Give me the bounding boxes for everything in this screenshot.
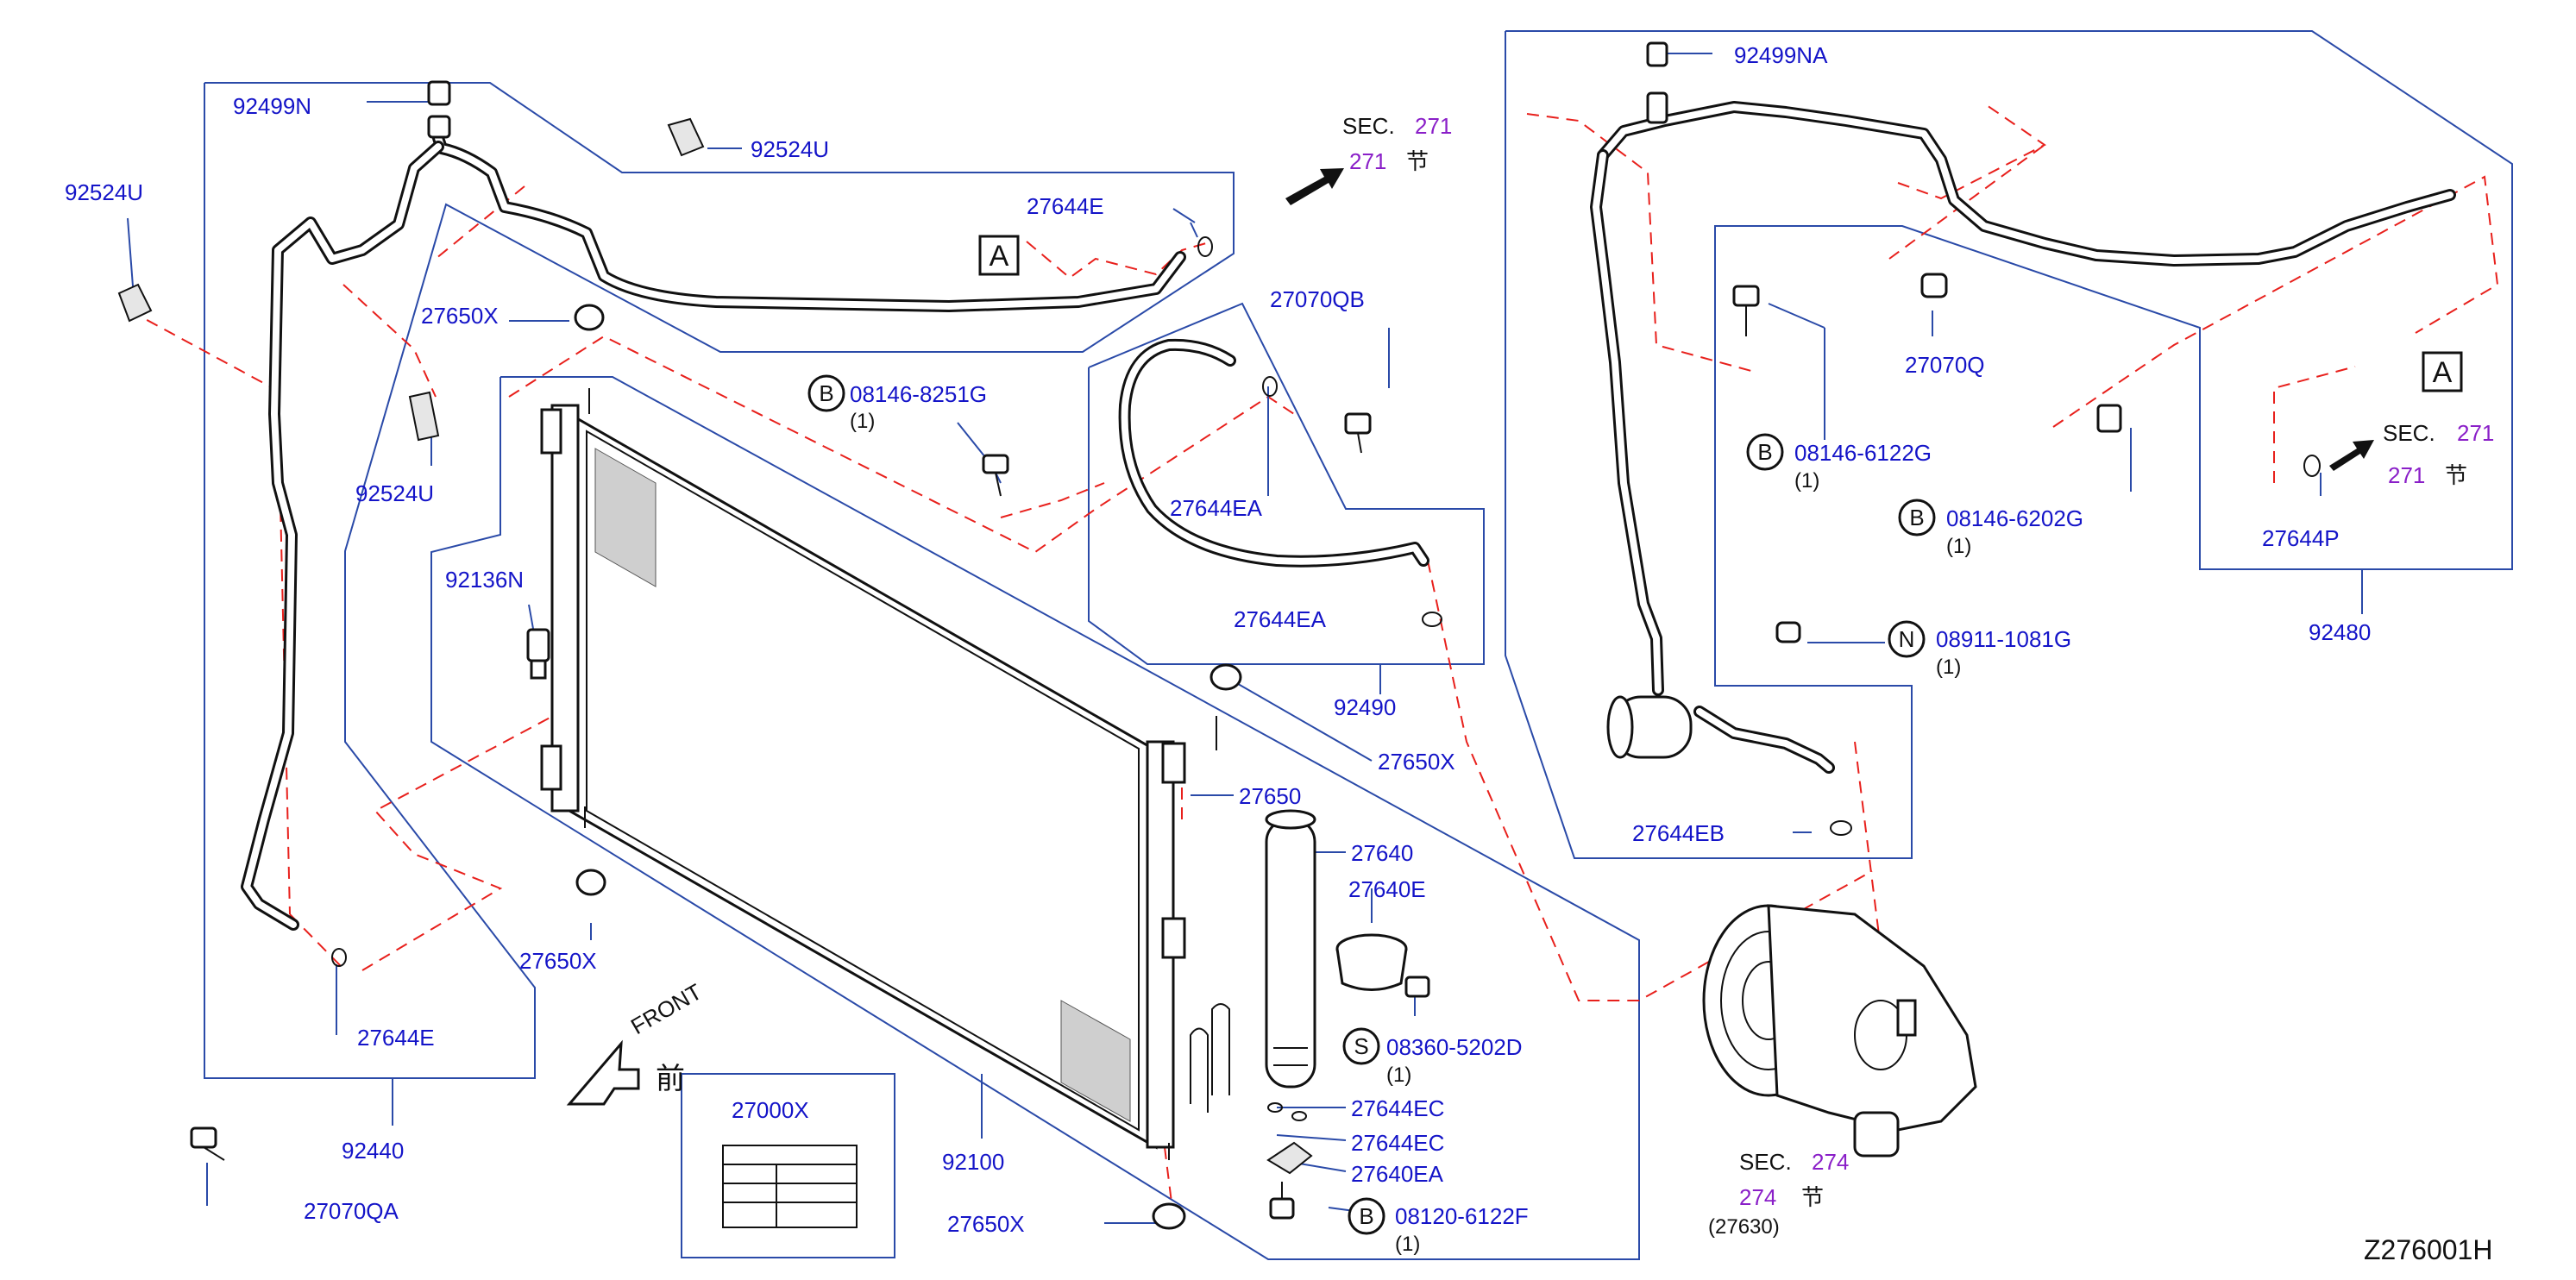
condenser-92100 [540, 388, 1230, 1160]
part-label-27644e: 27644E [1027, 193, 1104, 219]
nut-marker-n: N [1899, 626, 1915, 652]
qty-08120-6122f: (1) [1395, 1233, 1420, 1256]
part-label-92524u: 92524U [751, 136, 829, 162]
part-label-92136n: 92136N [445, 567, 524, 593]
front-arrow [566, 1039, 640, 1106]
part-label-27640e: 27640E [1348, 876, 1426, 902]
qty-08360-5202d: (1) [1386, 1064, 1411, 1087]
pipe-92440 [241, 132, 1186, 931]
label-plate-27000x [722, 1145, 858, 1228]
part-label-27070qa: 27070QA [304, 1198, 399, 1224]
ref-marker-a-text: A [2433, 356, 2453, 389]
part-label-27640ea: 27640EA [1351, 1161, 1444, 1187]
ref-marker-a-text: A [990, 240, 1009, 273]
sec-number: 271 [1415, 113, 1452, 139]
qty-08146-6202g: (1) [1946, 535, 1971, 558]
screw-marker-s: S [1354, 1033, 1368, 1059]
part-label-92480: 92480 [2309, 619, 2371, 645]
sensor-92136n [526, 628, 550, 680]
part-label-08146-6202g: 08146-6202G [1946, 505, 2083, 531]
bolts [190, 273, 2122, 1220]
part-label-27644p: 27644P [2262, 525, 2340, 551]
diagram-id: Z276001H [2364, 1234, 2492, 1265]
front-kanji: 前 [656, 1063, 685, 1095]
part-label-08146-8251g: 08146-8251G [850, 381, 987, 407]
cap-92499na [1646, 41, 1668, 124]
cap-92499n [427, 80, 451, 139]
part-label-27650x: 27650X [421, 303, 499, 329]
bracket-92524u [117, 117, 705, 442]
qty-08911-1081g: (1) [1936, 656, 1961, 679]
dashed-guides [129, 103, 2499, 1217]
sec-kanji: 节 [2445, 462, 2467, 488]
sec-prefix: SEC. [1342, 113, 1395, 139]
sec-number: 271 [2457, 420, 2494, 446]
part-label-27644ec: 27644EC [1351, 1130, 1444, 1156]
part-label-92499n: 92499N [233, 93, 311, 119]
part-label-27640: 27640 [1351, 840, 1413, 866]
part-label-27644ea: 27644EA [1170, 495, 1263, 521]
sec-prefix: SEC. [1739, 1149, 1792, 1175]
sec271-arrow-right [2329, 440, 2374, 471]
group-boundaries [204, 30, 2513, 1260]
part-label-27070qb: 27070QB [1270, 286, 1365, 312]
qty-08146-8251g: (1) [850, 410, 875, 433]
part-label-27644e: 27644E [357, 1025, 435, 1051]
o-rings [331, 236, 2321, 1121]
hose-92490 [1118, 338, 1429, 568]
leader-lines [127, 53, 2363, 1224]
clamp-27640e [1335, 933, 1408, 991]
ref-marker-a-left: A [978, 235, 1020, 276]
sec-number: 271 [2388, 462, 2425, 488]
bracket-27640ea [1266, 1141, 1313, 1175]
part-label-08911-1081g: 08911-1081G [1936, 626, 2071, 652]
mount-27650x [574, 304, 1242, 1230]
sec-number: 274 [1739, 1184, 1776, 1210]
sec-part-number: (27630) [1708, 1215, 1780, 1239]
section-ref-271-top: SEC. 271 271 节 [1342, 113, 1452, 174]
part-label-27650x: 27650X [519, 948, 597, 974]
part-label-08146-6122g: 08146-6122G [1794, 440, 1932, 466]
part-label-27644ea: 27644EA [1234, 606, 1327, 632]
part-label-08360-5202d: 08360-5202D [1386, 1034, 1523, 1060]
part-label-92100: 92100 [942, 1149, 1004, 1175]
bolt-marker-b: B [1757, 439, 1772, 465]
sec-kanji: 节 [1406, 148, 1429, 174]
part-label-92499na: 92499NA [1734, 42, 1828, 68]
part-label-27650x: 27650X [947, 1211, 1025, 1237]
sec-number: 271 [1349, 148, 1386, 174]
part-label-27070q: 27070Q [1905, 352, 1985, 378]
qty-08146-6122g: (1) [1794, 469, 1819, 493]
pipe-92480 [1590, 101, 2456, 774]
compressor-27630 [1702, 904, 1977, 1158]
bolt-marker-b: B [1359, 1203, 1373, 1229]
part-label-08120-6122f: 08120-6122F [1395, 1203, 1529, 1229]
sec-kanji: 节 [1801, 1184, 1824, 1210]
circle-markers: B B B N S B [807, 374, 1936, 1235]
part-label-92490: 92490 [1334, 694, 1396, 720]
ref-marker-a-right: A [2422, 351, 2463, 392]
part-label-92440: 92440 [342, 1138, 404, 1164]
part-label-27644ec: 27644EC [1351, 1095, 1444, 1121]
receiver-dryer-27640 [1265, 809, 1316, 1089]
compressor-hose-end [1606, 695, 1693, 759]
part-label-27644eb: 27644EB [1632, 820, 1725, 846]
section-ref-274: SEC. 274 274 节 (27630) [1708, 1149, 1849, 1239]
part-label-27000x: 27000X [732, 1097, 809, 1123]
part-label-27650x: 27650X [1378, 749, 1455, 775]
bolt-marker-b: B [819, 380, 833, 406]
part-label-27650: 27650 [1239, 783, 1301, 809]
part-label-92524u: 92524U [355, 480, 434, 506]
front-label: FRONT [626, 978, 707, 1039]
sec-number: 274 [1812, 1149, 1849, 1175]
bolt-marker-b: B [1909, 505, 1924, 530]
part-label-92524u: 92524U [65, 179, 143, 205]
sec271-arrow-top [1285, 168, 1344, 205]
sec-prefix: SEC. [2383, 420, 2435, 446]
part-labels: 92499N 92524U 92524U 27644E 27650X 27070… [65, 42, 2371, 1256]
section-ref-271-right: SEC. 271 271 节 [2383, 420, 2494, 488]
